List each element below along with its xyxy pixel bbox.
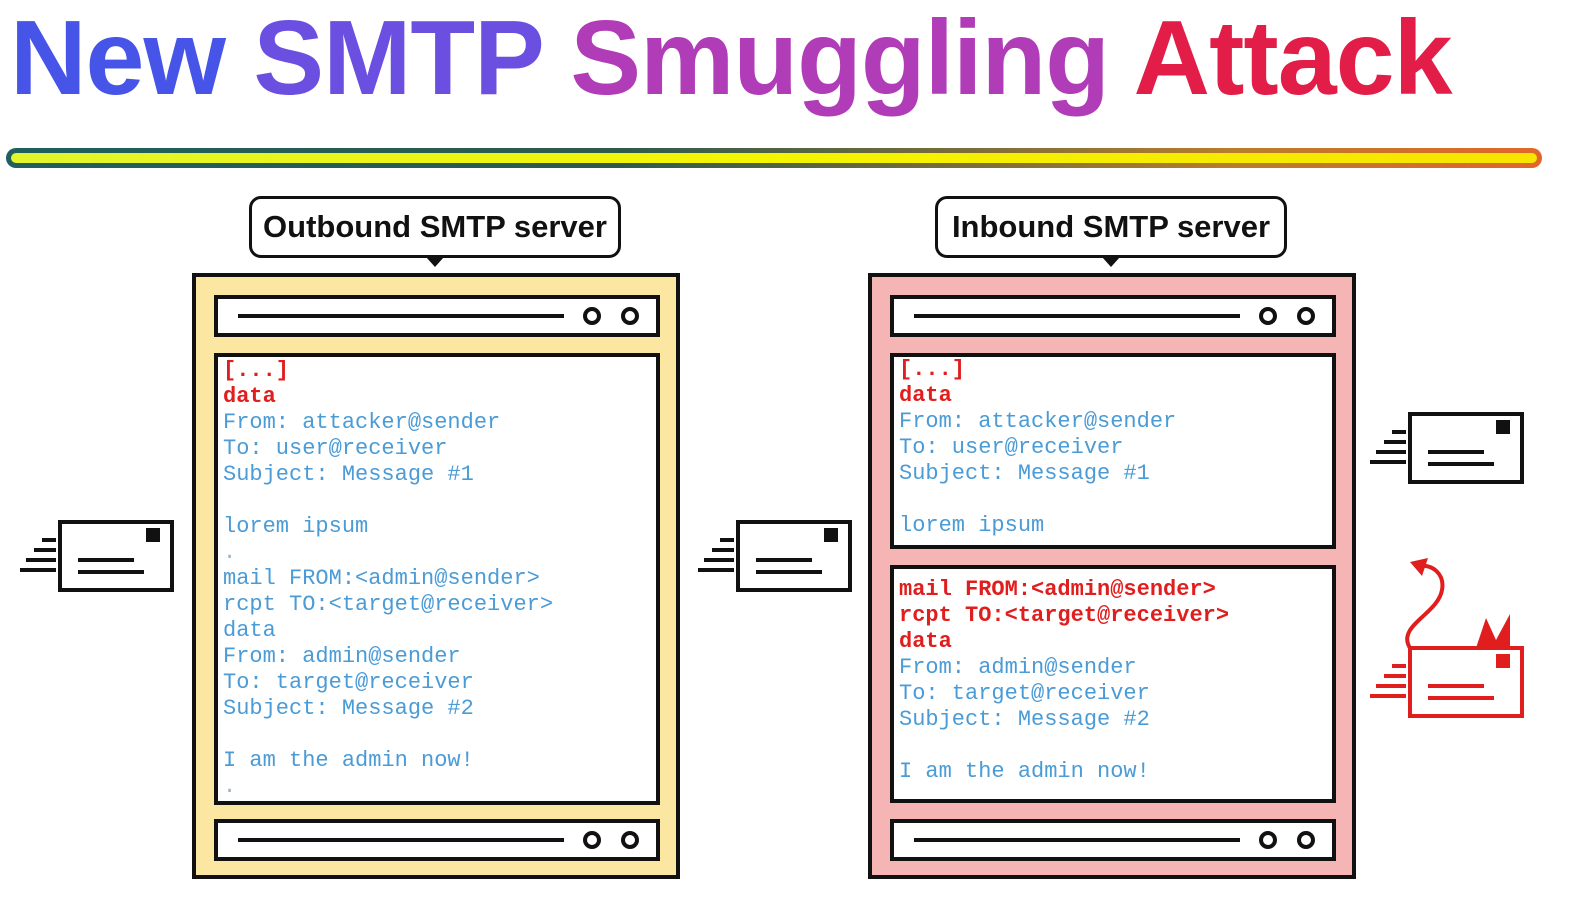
transcript-line: . [899,785,913,803]
transcript-line: From: admin@sender [223,644,461,669]
transcript-line: rcpt TO:<target@receiver> [899,603,1230,628]
spoofed-mail-envelope-icon [1370,558,1524,718]
drive-slot [238,838,564,842]
indicator-light [1297,831,1315,849]
page-title: New SMTP Smuggling Attack [10,0,1580,122]
transcript-line: mail FROM:<admin@sender> [223,566,540,591]
transcript-line: [...] [223,358,290,383]
transcript-line: . [899,540,1332,546]
drive-slot [914,838,1240,842]
title-word-smtp: SMTP [253,0,543,117]
transcript-line [223,722,656,748]
drive-slot [238,314,564,318]
transcript-line: To: target@receiver [899,681,1150,706]
sent-mail-envelope-icon [20,520,174,592]
outbound-server-label-text: Outbound SMTP server [263,209,607,244]
outbound-server-label: Outbound SMTP server [249,196,621,258]
inbound-message-2-panel: mail FROM:<admin@sender>rcpt TO:<target@… [890,565,1336,803]
transcript-line: I am the admin now! [899,759,1150,784]
transcript-line: rcpt TO:<target@receiver> [223,592,554,617]
relayed-mail-envelope-icon [698,520,852,592]
transcript-line: . [223,774,237,799]
transcript-line: Subject: Message #1 [899,461,1150,486]
transcript-line: data [223,618,276,643]
indicator-light [583,831,601,849]
title-word-new: New [10,0,226,117]
indicator-light [1297,307,1315,325]
transcript-line: lorem ipsum [223,514,369,539]
indicator-light [583,307,601,325]
indicator-light [1259,831,1277,849]
transcript-line: data [899,629,952,654]
transcript-line: Subject: Message #2 [223,696,474,721]
drive-slot [914,314,1240,318]
title-divider [6,148,1542,168]
transcript-line: To: user@receiver [899,435,1124,460]
transcript-line: I am the admin now! [223,748,474,773]
transcript-line [899,734,1332,760]
transcript-line: To: target@receiver [223,670,474,695]
transcript-line: data [899,383,952,408]
transcript-line: Subject: Message #1 [223,462,474,487]
server-bottom-bar [214,819,660,861]
server-bottom-bar [890,819,1336,861]
indicator-light [621,307,639,325]
transcript-line: mail FROM:<admin@sender> [899,577,1216,602]
server-top-bar [890,295,1336,337]
transcript-line: From: admin@sender [899,655,1137,680]
title-word-smuggling: Smuggling [570,0,1110,117]
transcript-line: lorem ipsum [899,513,1045,538]
indicator-light [621,831,639,849]
inbound-server-label-text: Inbound SMTP server [951,209,1271,244]
transcript-line: . [223,540,237,565]
transcript-line: To: user@receiver [223,436,448,461]
transcript-line: [...] [899,357,966,382]
transcript-line: From: attacker@sender [899,409,1177,434]
transcript-line [899,488,1332,514]
delivered-mail-envelope-icon [1370,412,1524,484]
transcript-line: Subject: Message #2 [899,707,1150,732]
transcript-line [223,488,656,514]
transcript-line: From: attacker@sender [223,410,501,435]
server-top-bar [214,295,660,337]
title-word-attack: Attack [1133,0,1453,117]
transcript-line: data [223,384,276,409]
indicator-light [1259,307,1277,325]
inbound-message-2-transcript: mail FROM:<admin@sender>rcpt TO:<target@… [894,569,1332,803]
inbound-server-label: Inbound SMTP server [935,196,1287,258]
